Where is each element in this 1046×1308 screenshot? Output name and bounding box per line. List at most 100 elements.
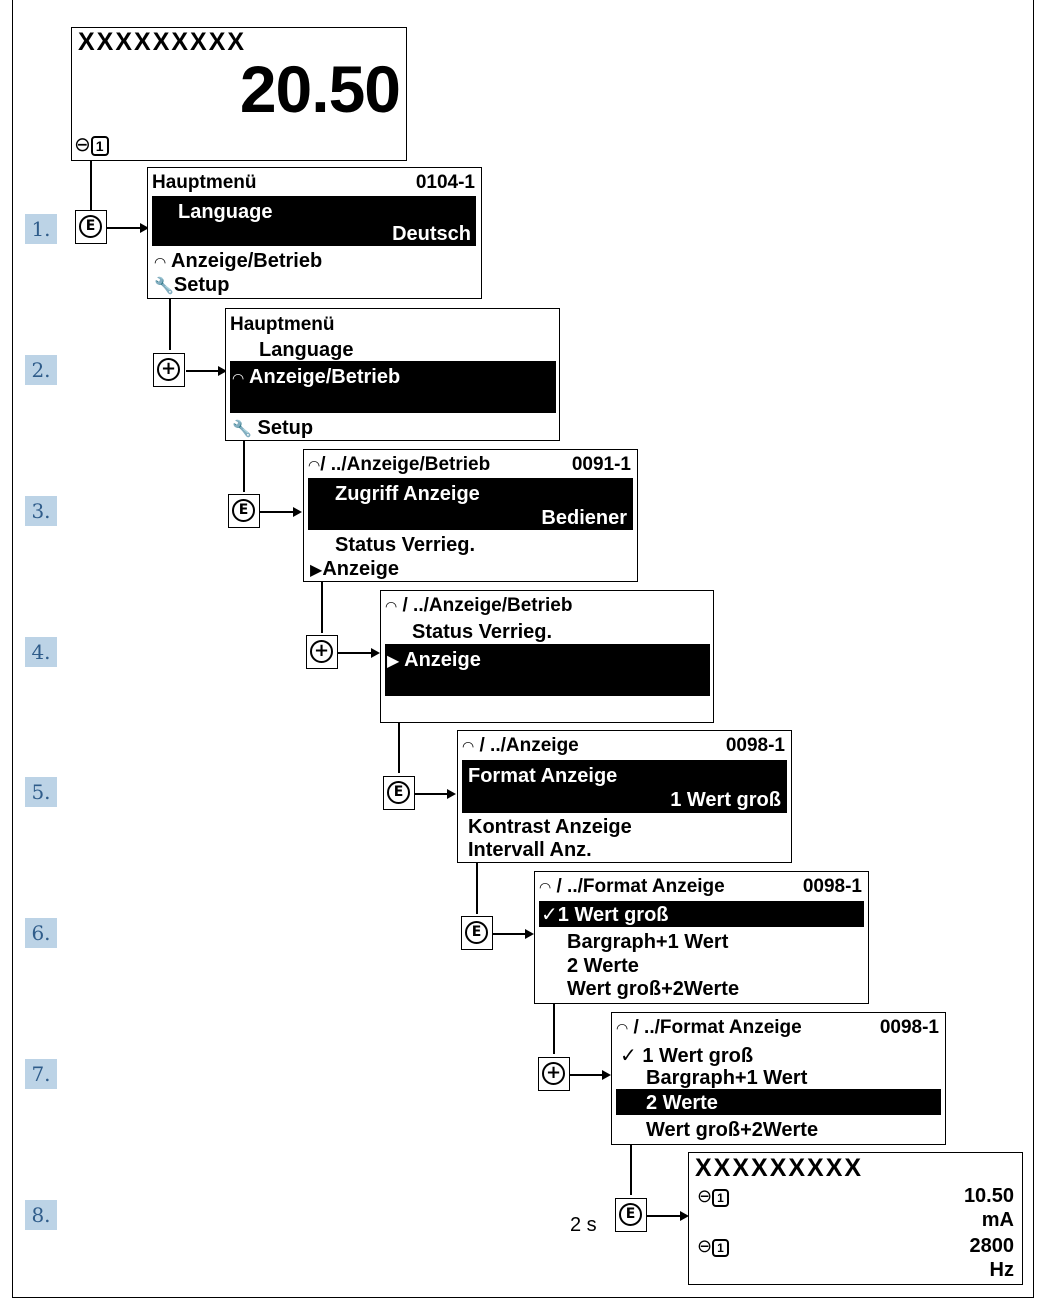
plus-key-7[interactable]: + bbox=[538, 1057, 570, 1091]
menu-item-language[interactable]: Language bbox=[259, 339, 354, 361]
display-value-1: 10.50 bbox=[963, 1185, 1014, 1207]
step-label-4: 4. bbox=[25, 637, 57, 667]
screen-code: 0098-1 bbox=[879, 1017, 939, 1038]
plus-key-icon: + bbox=[542, 1062, 565, 1085]
menu-item-language[interactable]: Language bbox=[178, 201, 273, 223]
arrow-right-icon: ▶ bbox=[387, 651, 400, 670]
screen-5-anzeige: ◠ / ../Anzeige 0098-1 Format Anzeige 1 W… bbox=[457, 730, 792, 863]
output-signal-icon: ⊖1 bbox=[74, 134, 109, 156]
screen-3-anzeige-betrieb: ◠/ ../Anzeige/Betrieb 0091-1 Zugriff Anz… bbox=[303, 449, 638, 582]
menu-item-intervall[interactable]: Intervall Anz. bbox=[468, 839, 592, 861]
plus-key-4[interactable]: + bbox=[306, 635, 338, 669]
screen-2-hauptmenu: Hauptmenü Language ◠ Anzeige/Betrieb 🔧 S… bbox=[225, 308, 560, 441]
selection-highlight bbox=[230, 361, 556, 413]
menu-item-kontrast[interactable]: Kontrast Anzeige bbox=[468, 816, 632, 838]
menu-item-anzeige[interactable]: ◠ Anzeige/Betrieb bbox=[154, 250, 323, 272]
menu-item-zugriff-value: Bediener bbox=[541, 507, 627, 529]
screen-code: 0098-1 bbox=[802, 876, 862, 897]
gauge-icon: ◠ bbox=[308, 458, 321, 474]
screen-title: ◠ / ../Anzeige bbox=[462, 735, 579, 756]
display-unit-2: Hz bbox=[989, 1259, 1014, 1281]
display-bottom: XXXXXXXXX ⊖1 10.50 mA ⊖1 2800 Hz bbox=[688, 1152, 1023, 1285]
screen-title: ◠ / ../Anzeige/Betrieb bbox=[385, 595, 573, 616]
screen-code: 0104-1 bbox=[415, 172, 475, 193]
enter-key-icon: E bbox=[79, 215, 102, 238]
option-wert-gross-2werte[interactable]: Wert groß+2Werte bbox=[646, 1119, 819, 1141]
gauge-icon: ◠ bbox=[539, 880, 552, 896]
screen-1-hauptmenu: Hauptmenü 0104-1 Language Deutsch ◠ Anze… bbox=[147, 167, 482, 299]
menu-item-zugriff[interactable]: Zugriff Anzeige bbox=[335, 483, 480, 505]
display-main-value: 20.50 bbox=[239, 52, 401, 126]
screen-title: ◠/ ../Anzeige/Betrieb bbox=[308, 454, 491, 475]
screen-code: 0091-1 bbox=[571, 454, 631, 475]
enter-key-1[interactable]: E bbox=[75, 210, 107, 244]
enter-key-3[interactable]: E bbox=[228, 494, 260, 528]
enter-key-icon: E bbox=[619, 1203, 642, 1226]
menu-item-format-value: 1 Wert groß bbox=[670, 789, 781, 811]
step-label-5: 5. bbox=[25, 777, 57, 807]
selection-highlight bbox=[462, 760, 787, 813]
screen-7-format-anzeige: ◠ / ../Format Anzeige 0098-1 ✓ 1 Wert gr… bbox=[611, 1012, 946, 1145]
enter-key-icon: E bbox=[465, 921, 488, 944]
output-signal-icon: ⊖1 bbox=[697, 1187, 729, 1207]
plus-key-icon: + bbox=[157, 358, 180, 381]
menu-item-status[interactable]: Status Verrieg. bbox=[335, 534, 476, 556]
plus-key-2[interactable]: + bbox=[153, 353, 185, 387]
option-wert-gross-2werte[interactable]: Wert groß+2Werte bbox=[567, 978, 740, 1000]
display-unit-1: mA bbox=[981, 1209, 1014, 1231]
arrow-right-icon: ▶ bbox=[310, 560, 323, 579]
option-bargraph[interactable]: Bargraph+1 Wert bbox=[646, 1067, 808, 1089]
screen-title: Hauptmenü bbox=[152, 172, 257, 193]
screen-6-format-anzeige: ◠ / ../Format Anzeige 0098-1 ✓1 Wert gro… bbox=[534, 871, 869, 1004]
screen-title: ◠ / ../Format Anzeige bbox=[539, 876, 725, 897]
wrench-icon: 🔧 bbox=[154, 276, 174, 295]
wrench-icon: 🔧 bbox=[232, 419, 252, 438]
enter-key-icon: E bbox=[387, 781, 410, 804]
selection-highlight bbox=[616, 1089, 941, 1115]
step-label-3: 3. bbox=[25, 496, 57, 526]
menu-item-language-value: Deutsch bbox=[392, 223, 471, 245]
selection-highlight bbox=[308, 478, 633, 530]
step-label-1: 1. bbox=[25, 214, 57, 244]
menu-item-setup[interactable]: 🔧 Setup bbox=[232, 417, 314, 439]
gauge-icon: ◠ bbox=[232, 371, 245, 387]
selection-highlight bbox=[385, 644, 710, 696]
step-label-6: 6. bbox=[25, 918, 57, 948]
output-signal-icon: ⊖1 bbox=[697, 1237, 729, 1257]
enter-key-icon: E bbox=[232, 499, 255, 522]
screen-title: Hauptmenü bbox=[230, 314, 335, 335]
menu-item-anzeige[interactable]: ◠ Anzeige/Betrieb bbox=[232, 366, 401, 388]
option-1-wert-gross[interactable]: ✓ 1 Wert groß bbox=[620, 1043, 754, 1067]
outer-frame bbox=[12, 0, 1034, 1298]
checkmark-icon: ✓ bbox=[620, 1043, 637, 1067]
plus-key-icon: + bbox=[310, 640, 333, 663]
menu-item-anzeige[interactable]: ▶Anzeige bbox=[310, 558, 399, 580]
option-2-werte[interactable]: 2 Werte bbox=[567, 955, 639, 977]
option-2-werte[interactable]: 2 Werte bbox=[646, 1092, 718, 1114]
display-value-2: 2800 bbox=[969, 1235, 1015, 1257]
enter-key-6[interactable]: E bbox=[461, 916, 493, 950]
enter-key-8[interactable]: E bbox=[615, 1198, 647, 1232]
display-top: XXXXXXXXX 20.50 ⊖1 bbox=[71, 27, 407, 161]
screen-code: 0098-1 bbox=[725, 735, 785, 756]
menu-item-status[interactable]: Status Verrieg. bbox=[412, 621, 553, 643]
selection-highlight bbox=[152, 196, 476, 246]
selection-highlight bbox=[539, 901, 864, 927]
menu-item-setup[interactable]: 🔧Setup bbox=[154, 274, 230, 296]
option-bargraph[interactable]: Bargraph+1 Wert bbox=[567, 931, 729, 953]
option-1-wert-gross[interactable]: ✓1 Wert groß bbox=[541, 902, 669, 926]
step-label-8: 8. bbox=[25, 1200, 57, 1230]
screen-4-anzeige-betrieb: ◠ / ../Anzeige/Betrieb Status Verrieg. ▶… bbox=[380, 590, 714, 723]
checkmark-icon: ✓ bbox=[541, 902, 558, 926]
wait-label: 2 s bbox=[570, 1214, 597, 1236]
step-label-2: 2. bbox=[25, 355, 57, 385]
screen-title: ◠ / ../Format Anzeige bbox=[616, 1017, 802, 1038]
enter-key-5[interactable]: E bbox=[383, 776, 415, 810]
menu-item-anzeige[interactable]: ▶ Anzeige bbox=[387, 649, 481, 671]
display-tag: XXXXXXXXX bbox=[78, 28, 247, 56]
menu-item-format[interactable]: Format Anzeige bbox=[468, 765, 618, 787]
gauge-icon: ◠ bbox=[154, 255, 167, 271]
gauge-icon: ◠ bbox=[462, 739, 475, 755]
display-tag: XXXXXXXXX bbox=[695, 1154, 864, 1182]
gauge-icon: ◠ bbox=[385, 599, 398, 615]
